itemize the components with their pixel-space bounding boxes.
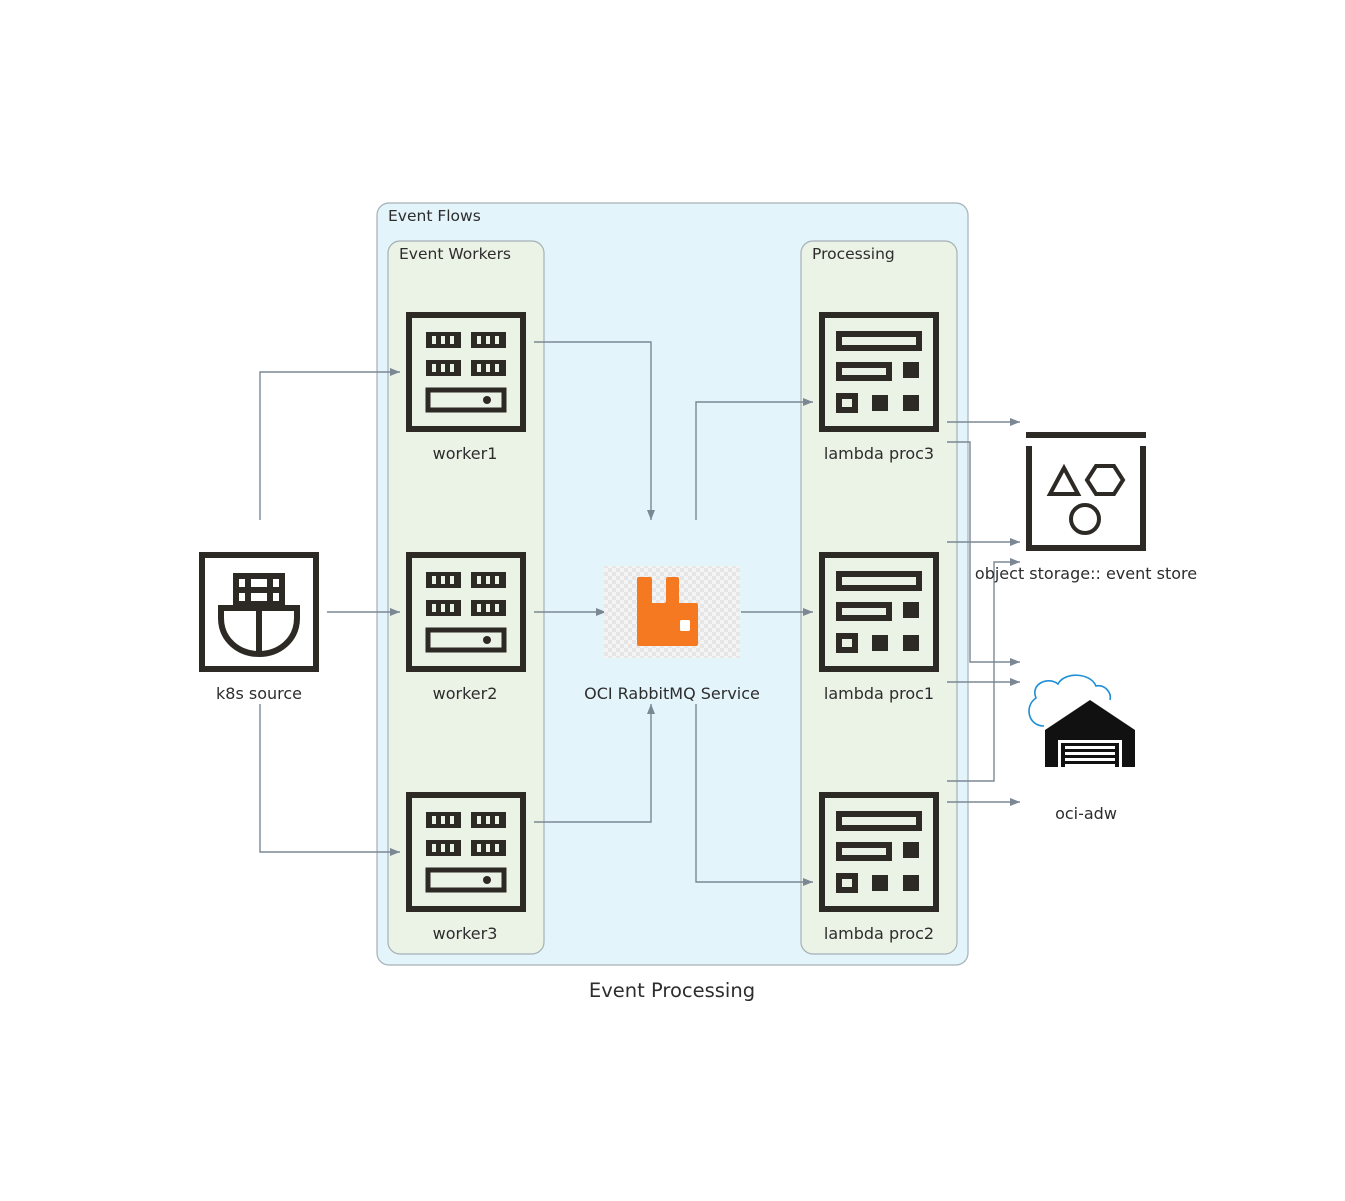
- edge-rabbitmq-to-proc3: [695, 398, 813, 520]
- node-k8s-source[interactable]: k8s source: [199, 552, 319, 703]
- function-panel-icon: [819, 312, 939, 432]
- node-lambda-proc1[interactable]: lambda proc1: [819, 552, 939, 703]
- node-oci-adw[interactable]: oci-adw: [1028, 674, 1135, 823]
- server-rack-icon: [406, 312, 526, 432]
- function-panel-icon: [819, 792, 939, 912]
- node-object-storage-label: object storage:: event store: [975, 564, 1197, 583]
- server-rack-icon: [406, 792, 526, 912]
- edge-worker3-to-rabbitmq: [534, 704, 655, 823]
- node-lambda-proc2[interactable]: lambda proc2: [819, 792, 939, 943]
- node-lambda-proc1-label: lambda proc1: [824, 684, 934, 703]
- node-worker1-label: worker1: [433, 444, 498, 463]
- edges: [259, 341, 1020, 886]
- node-lambda-proc2-label: lambda proc2: [824, 924, 934, 943]
- edge-k8s-to-worker1: [259, 368, 400, 520]
- node-object-storage[interactable]: object storage:: event store: [975, 432, 1197, 583]
- rabbitmq-logo-icon: [604, 566, 740, 658]
- cluster-event-workers: Event Workers: [387, 240, 545, 955]
- cluster-processing-label: Processing: [812, 245, 895, 263]
- node-rabbitmq[interactable]: OCI RabbitMQ Service: [584, 566, 760, 703]
- node-oci-adw-label: oci-adw: [1055, 804, 1117, 823]
- node-worker2-label: worker2: [433, 684, 498, 703]
- edge-k8s-to-worker3: [259, 704, 400, 856]
- function-panel-icon: [819, 552, 939, 672]
- object-storage-shapes-icon: [1026, 432, 1146, 551]
- diagram-title: Event Processing: [589, 979, 755, 1002]
- cluster-event-flows-label: Event Flows: [388, 207, 481, 225]
- container-ship-icon: [199, 552, 319, 672]
- node-worker1[interactable]: worker1: [406, 312, 526, 463]
- node-worker3-label: worker3: [433, 924, 498, 943]
- edge-rabbitmq-to-proc2: [695, 704, 813, 886]
- cluster-processing: Processing: [800, 240, 958, 955]
- edge-worker1-to-rabbitmq: [534, 341, 655, 520]
- node-k8s-source-label: k8s source: [216, 684, 302, 703]
- server-rack-icon: [406, 552, 526, 672]
- cloud-warehouse-icon: [1028, 674, 1135, 767]
- node-worker2[interactable]: worker2: [406, 552, 526, 703]
- node-worker3[interactable]: worker3: [406, 792, 526, 943]
- edge-proc2-to-object-storage: [947, 558, 1020, 782]
- node-lambda-proc3-label: lambda proc3: [824, 444, 934, 463]
- node-lambda-proc3[interactable]: lambda proc3: [819, 312, 939, 463]
- node-rabbitmq-label: OCI RabbitMQ Service: [584, 684, 760, 703]
- cluster-event-workers-label: Event Workers: [399, 245, 511, 263]
- edge-proc3-to-adw: [947, 441, 1020, 666]
